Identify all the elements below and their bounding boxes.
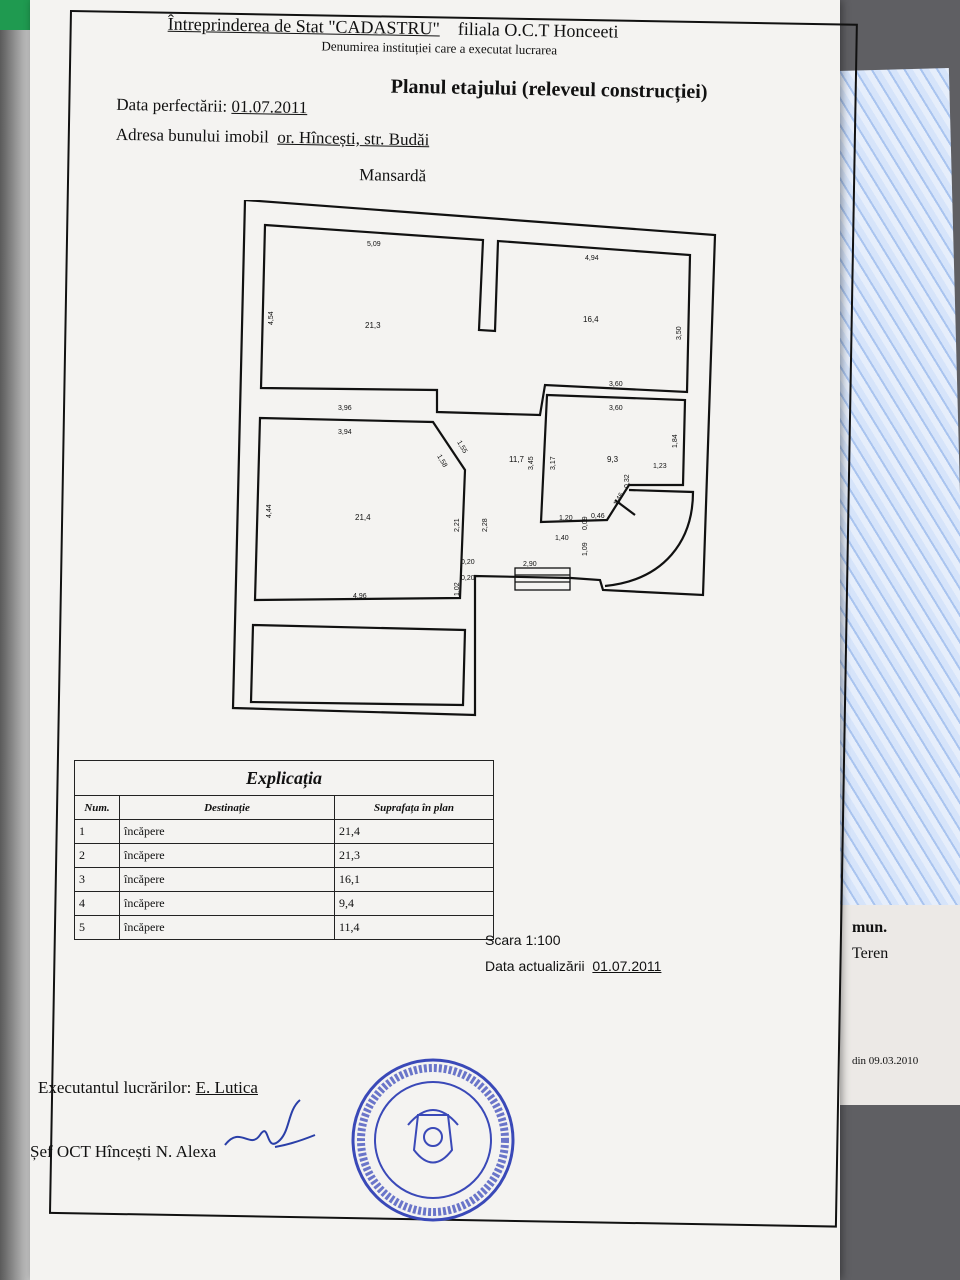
back-doc-word-mun: mun. (852, 919, 888, 936)
legend-row: 2 încăpere 21,3 (74, 843, 494, 868)
room-2-outline (259, 223, 692, 417)
dim-3-50: 3,50 (676, 326, 683, 340)
row-destination: încăpere (119, 867, 335, 892)
back-doc-date: din 09.03.2010 (852, 1055, 919, 1067)
institution-caption: Denumirea instituției care a executat lu… (321, 38, 558, 58)
legend-header-num: Num. (74, 795, 120, 820)
legend-row: 3 încăpere 16,1 (74, 867, 494, 892)
dim-1-20: 1,20 (559, 515, 573, 522)
stairs (514, 567, 571, 591)
outer-wall (231, 200, 717, 717)
dim-3-17: 3,17 (550, 456, 557, 470)
dim-1-23: 1,23 (653, 463, 667, 470)
legend-row: 4 încăpere 9,4 (74, 891, 494, 916)
dim-4-94: 4,94 (585, 255, 599, 262)
dim-1-84: 1,84 (672, 434, 679, 448)
dim-4-96: 4,96 (353, 593, 367, 600)
dim-3-45: 3,45 (528, 456, 535, 470)
date-line: Data perfectării: 01.07.2011 (116, 94, 308, 118)
legend-row: 5 încăpere 11,4 (74, 915, 494, 940)
background-document: mun. Teren din 09.03.2010 (840, 905, 960, 1105)
row-area: 11,4 (334, 915, 494, 940)
dim-1-58: 1,58 (435, 454, 448, 469)
row-area: 9,4 (334, 891, 494, 916)
area-room-2: 21,3 (365, 321, 381, 330)
legend-header-area: Suprafața în plan (334, 795, 494, 820)
official-stamp (351, 1058, 515, 1222)
row-destination: încăpere (119, 891, 335, 916)
dim-2-28: 2,28 (482, 518, 489, 532)
executor-line: Executantul lucrărilor: E. Lutica (38, 1078, 258, 1097)
signature (224, 1099, 316, 1148)
area-room-1: 21,4 (355, 513, 371, 522)
legend-row: 1 încăpere 21,4 (74, 819, 494, 844)
legend-header-destination: Destinație (119, 795, 335, 820)
document-sheet: Întreprinderea de Stat "CADASTRU" filial… (30, 0, 858, 1280)
row-destination: încăpere (119, 843, 335, 868)
dim-2-90: 2,90 (523, 561, 537, 568)
row-destination: încăpere (119, 819, 335, 844)
row-num: 1 (74, 819, 120, 844)
legend-title: Explicația (74, 760, 494, 795)
address-line: Adresa bunului imobil or. Hîncești, str.… (115, 124, 430, 150)
dim-3-60-b: 3,60 (609, 405, 623, 412)
row-num: 4 (74, 891, 120, 916)
row-num: 3 (74, 867, 120, 892)
dim-2-21: 2,21 (454, 518, 461, 532)
row-num: 5 (74, 915, 120, 940)
legend-table: Explicația Num. Destinație Suprafața în … (74, 760, 494, 940)
bay-window (604, 488, 695, 588)
dim-0-20-a: 0,20 (461, 559, 475, 566)
back-doc-word-teren: Teren (852, 945, 889, 962)
dim-0-32: 0,32 (624, 474, 631, 488)
scale-label: Scara 1:100 (485, 932, 561, 948)
dim-1-09: 1,09 (582, 542, 589, 556)
door-mark (614, 499, 636, 516)
row-num: 2 (74, 843, 120, 868)
chief-line: Șef OCT Hîncești N. Alexa (30, 1142, 217, 1161)
area-room-5: 11,7 (509, 455, 525, 464)
row-area: 21,4 (334, 819, 494, 844)
dim-3-60-a: 3,60 (609, 381, 623, 388)
row-area: 16,1 (334, 867, 494, 892)
area-room-3: 16,4 (583, 315, 599, 324)
dim-5-09: 5,09 (367, 241, 381, 248)
floor-plan: 5,09 4,54 4,94 3,50 3,60 3,60 1,84 3,17 … (231, 200, 717, 717)
dim-3-94: 3,94 (338, 429, 352, 436)
area-room-4: 9,3 (607, 455, 619, 464)
institution-name: Întreprinderea de Stat "CADASTRU" filial… (167, 13, 619, 42)
room-4-outline (539, 393, 687, 524)
dim-1-02: 1,02 (454, 582, 461, 596)
room-1-outline (253, 416, 467, 602)
update-date-line: Data actualizării 01.07.2011 (485, 958, 662, 974)
row-destination: încăpere (119, 915, 335, 940)
dim-0-20-b: 0,20 (461, 575, 475, 582)
document-title: Planul etajului (releveul construcției) (390, 75, 708, 104)
dim-3-96: 3,96 (338, 405, 352, 412)
floor-name: Mansardă (359, 165, 427, 186)
dim-0-09: 0,09 (582, 516, 589, 530)
dim-0-46: 0,46 (591, 513, 605, 520)
row-area: 21,3 (334, 843, 494, 868)
dim-4-54: 4,54 (268, 311, 275, 325)
dim-1-55: 1,55 (455, 440, 468, 455)
storage-outline (249, 623, 467, 707)
dim-1-40: 1,40 (555, 535, 569, 542)
dim-4-44: 4,44 (266, 504, 273, 518)
